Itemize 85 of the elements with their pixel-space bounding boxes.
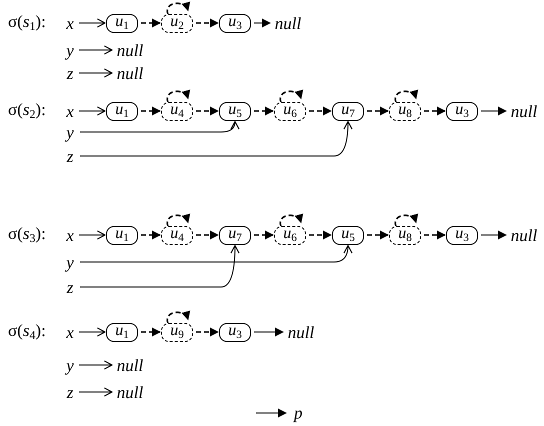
variable-label: z [64, 383, 76, 401]
arrow [78, 360, 113, 370]
arrow [254, 106, 274, 116]
dashed-list-node: u$_{4}$ [161, 226, 193, 244]
list-node: u$_{3}$ [219, 14, 251, 32]
dashed-list-node: u$_{6}$ [274, 102, 306, 120]
self-loop-arrow [394, 213, 417, 227]
self-loop-arrow [166, 310, 189, 324]
arrow [480, 230, 507, 240]
list-node: u$_{5}$ [219, 102, 251, 120]
dashed-list-node: u$_{6}$ [274, 226, 306, 244]
arrow [141, 18, 161, 28]
variable-label: y [64, 253, 76, 271]
self-loop-arrow [280, 213, 302, 227]
arrow [78, 45, 113, 55]
null-label: null [113, 64, 147, 82]
null-label: null [113, 383, 147, 401]
arrow [254, 18, 271, 28]
arrow [424, 106, 446, 116]
list-node: u$_{1}$ [106, 102, 138, 120]
arrow [141, 328, 161, 336]
arrow [80, 244, 240, 288]
arrow [78, 387, 113, 397]
state-label: σ(s$_{4}$): [8, 322, 46, 342]
arrow [78, 106, 106, 116]
arrow [254, 328, 284, 336]
dashed-list-node: u$_{2}$ [161, 14, 193, 32]
arrow [367, 230, 389, 240]
arrow [309, 106, 332, 116]
self-loop-arrow [166, 213, 189, 227]
arrow [78, 18, 106, 28]
arrow [78, 230, 106, 240]
variable-label: z [64, 147, 76, 165]
dashed-list-node: u$_{8}$ [389, 102, 421, 120]
self-loop-arrow [280, 89, 302, 103]
dashed-list-node: u$_{8}$ [389, 226, 421, 244]
list-node: u$_{7}$ [219, 226, 251, 244]
state-label: σ(s$_{2}$): [8, 101, 46, 121]
list-node: u$_{3}$ [219, 322, 251, 342]
null-label: null [507, 102, 541, 120]
arrow [196, 18, 219, 28]
list-node: u$_{1}$ [106, 14, 138, 32]
dashed-list-node: u$_{4}$ [161, 102, 193, 120]
arrow [196, 328, 219, 336]
self-loop-arrow [166, 89, 189, 103]
null-label: null [271, 14, 305, 32]
variable-label: y [64, 41, 76, 59]
arrow [254, 230, 274, 240]
arrow [424, 230, 446, 240]
arrow [78, 68, 113, 78]
list-node: u$_{5}$ [332, 226, 364, 244]
list-node: u$_{3}$ [446, 226, 478, 244]
arrow [141, 106, 161, 116]
variable-label: x [64, 226, 76, 244]
list-node: u$_{1}$ [106, 322, 138, 342]
variable-label: x [64, 323, 76, 341]
null-label: null [507, 226, 541, 244]
self-loop-arrow [394, 89, 417, 103]
variable-label: z [64, 278, 76, 296]
legend-label: p [294, 404, 302, 422]
arrow [196, 230, 219, 240]
variable-label: y [64, 356, 76, 374]
arrow [80, 244, 352, 262]
state-label: σ(s$_{3}$): [8, 225, 46, 245]
arrow [78, 327, 106, 337]
arrow [80, 120, 352, 156]
arrow [80, 120, 240, 132]
null-label: null [113, 41, 147, 59]
arrow [480, 106, 507, 116]
dashed-list-node: u$_{9}$ [161, 322, 193, 342]
arrow [309, 230, 332, 240]
list-node: u$_{7}$ [332, 102, 364, 120]
null-label: null [284, 323, 318, 341]
state-label: σ(s$_{1}$): [8, 13, 46, 33]
variable-label: y [64, 123, 76, 141]
null-label: null [113, 356, 147, 374]
list-node: u$_{3}$ [446, 102, 478, 120]
variable-label: x [64, 14, 76, 32]
variable-label: x [64, 102, 76, 120]
self-loop-arrow [166, 1, 189, 15]
variable-label: z [64, 64, 76, 82]
arrow [367, 106, 389, 116]
list-node: u$_{1}$ [106, 226, 138, 244]
arrow [196, 106, 219, 116]
arrow [141, 230, 161, 240]
